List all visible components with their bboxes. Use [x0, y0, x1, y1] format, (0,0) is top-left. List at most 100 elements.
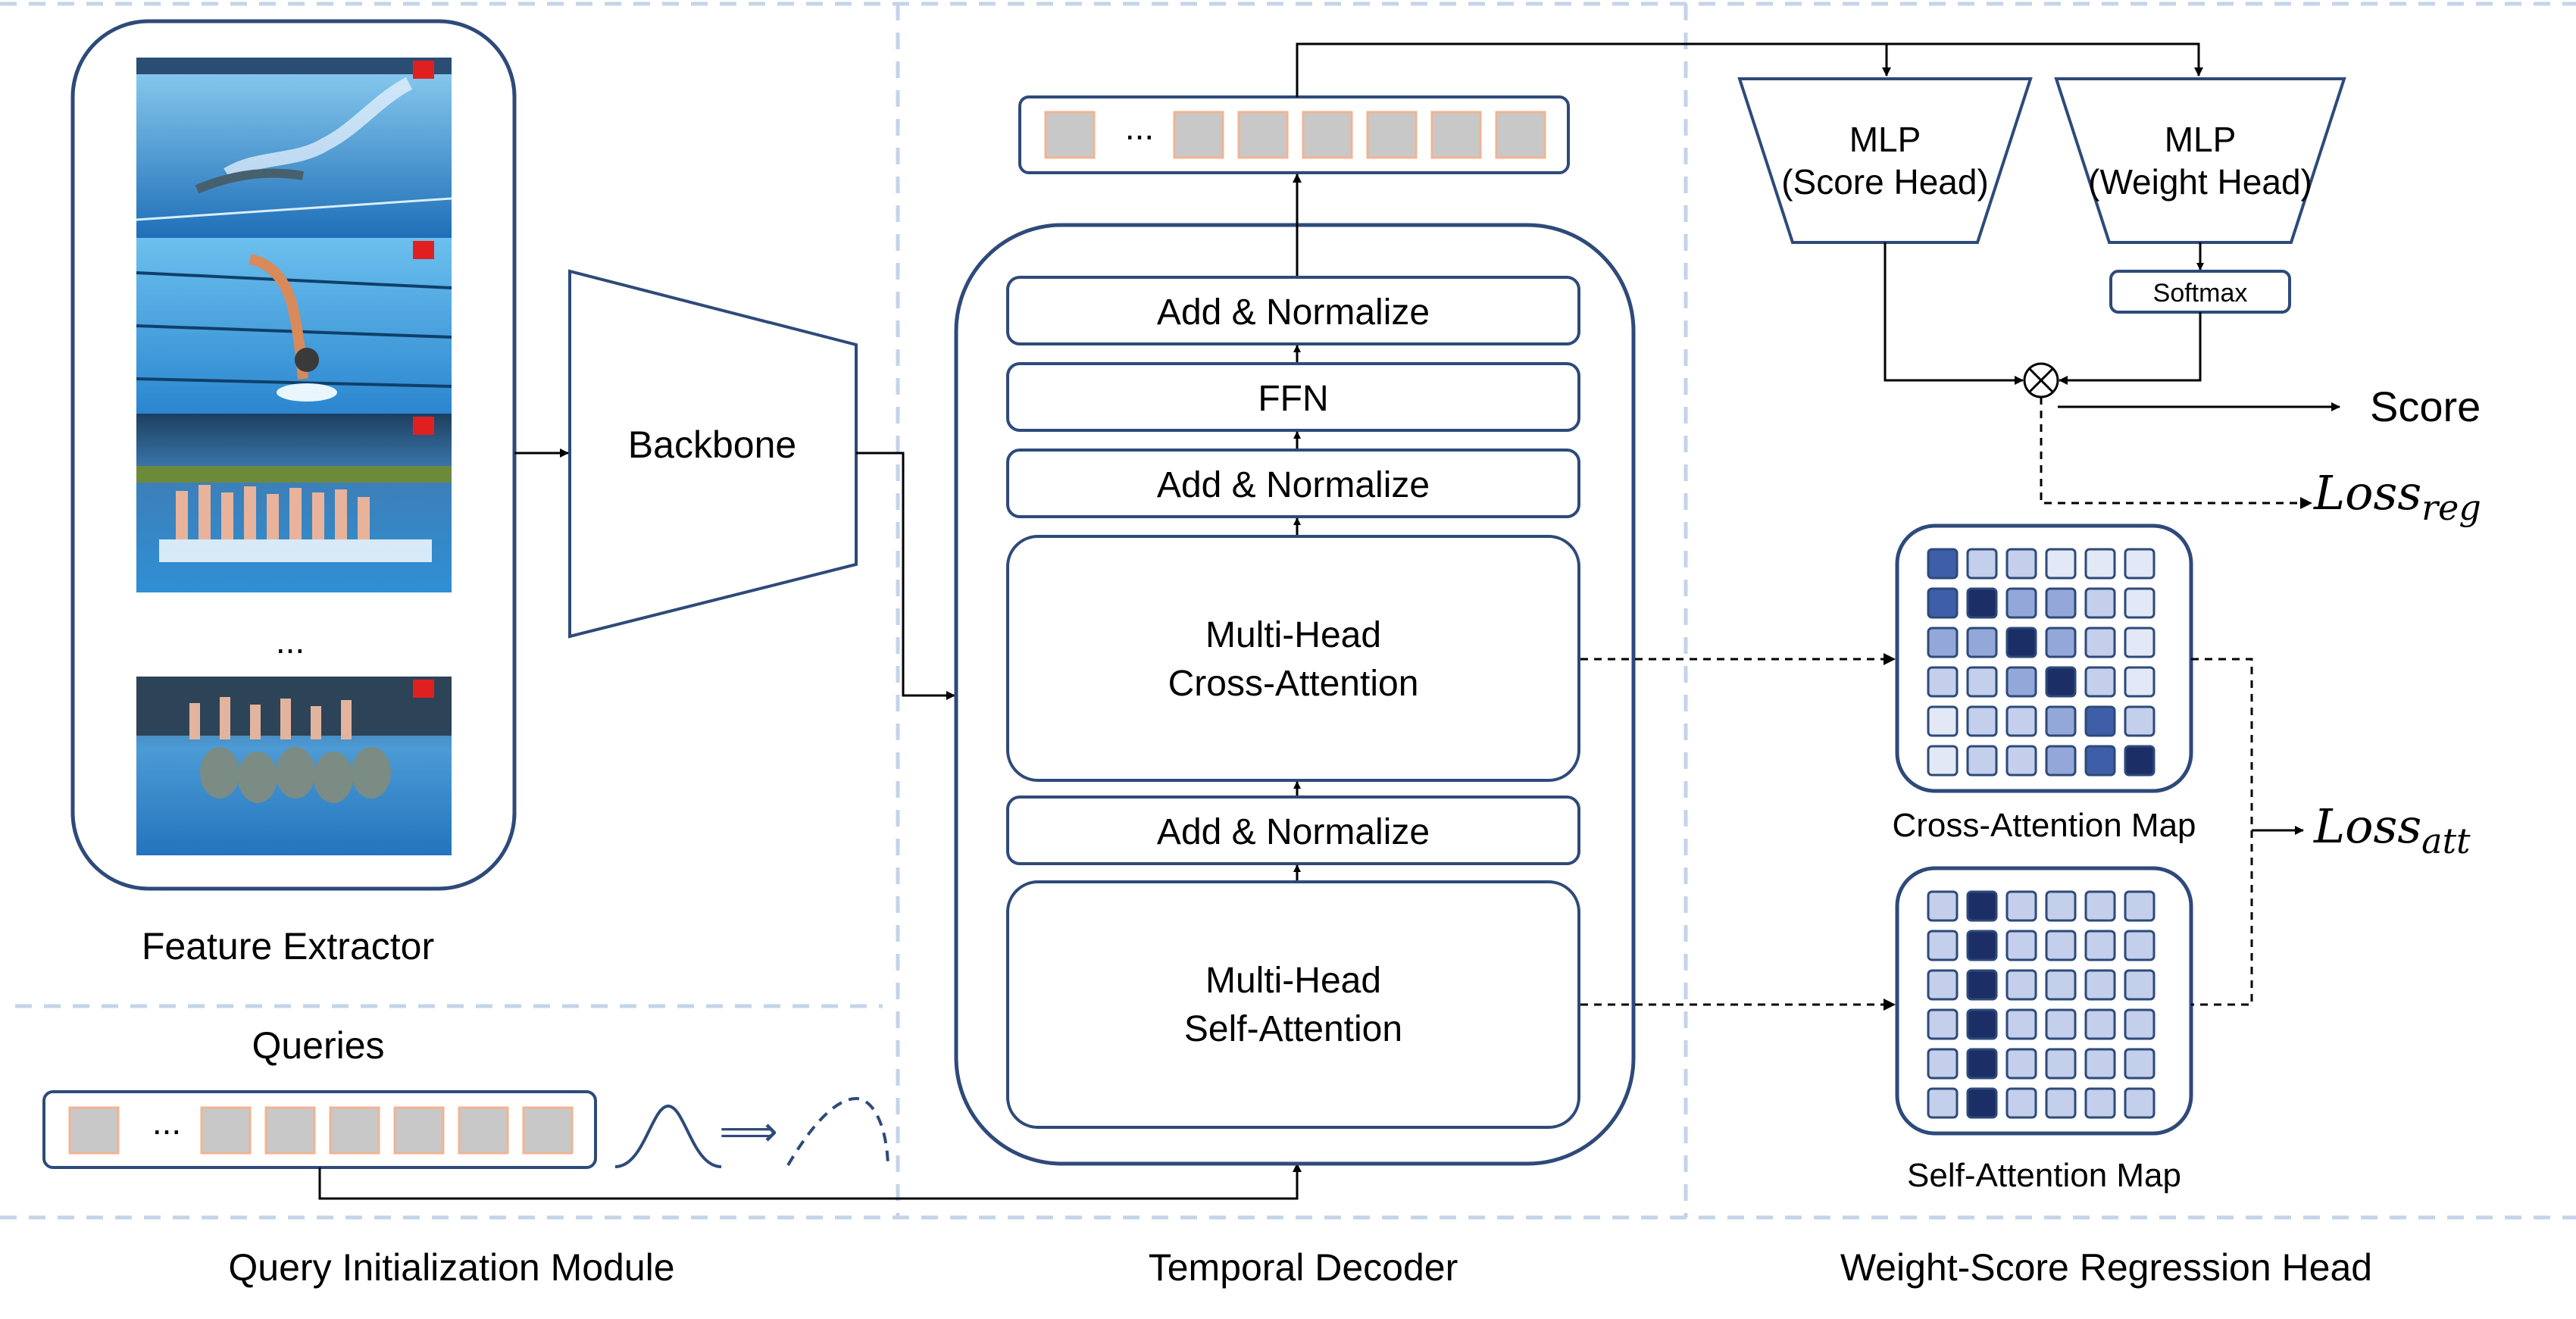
self-attention-grid	[1927, 890, 2156, 1119]
attention-cell	[1927, 745, 1959, 777]
attention-cell	[1966, 666, 1998, 698]
attention-cell	[2045, 1048, 2077, 1080]
attention-cell	[2124, 705, 2156, 737]
output-token	[1495, 111, 1546, 159]
attention-cell	[2124, 969, 2156, 1001]
query-module-title: Query Initialization Module	[228, 1246, 674, 1289]
arrow-softmax-to-multiply	[2059, 312, 2202, 385]
cross-attention-grid	[1927, 548, 2156, 777]
add-normalize-low	[1006, 795, 1580, 865]
attention-cell	[2045, 705, 2077, 737]
arrow-backbone-to-decoder	[856, 452, 955, 700]
regression-head: MLP (Score Head) MLP (Weight Head) Softm…	[1296, 42, 2481, 1289]
score-head-mlp	[1737, 77, 2033, 244]
attention-cell	[1927, 705, 1959, 737]
attention-cell	[1927, 587, 1959, 619]
output-token	[1237, 111, 1289, 159]
transform-arrow: ⟹	[719, 1108, 777, 1155]
attention-cell	[2124, 1008, 2156, 1040]
attention-cell	[2005, 705, 2037, 737]
attention-cell	[1966, 1087, 1998, 1119]
decoder-output-strip	[1018, 95, 1570, 174]
cross-attention-map-label: Cross-Attention Map	[1892, 807, 2196, 844]
ffn-label: FFN	[1258, 379, 1328, 419]
video-frame-4	[136, 677, 452, 855]
attention-cell	[2084, 627, 2116, 658]
attention-cell	[2124, 1048, 2156, 1080]
attention-cell	[1927, 969, 1959, 1001]
query-token	[329, 1106, 380, 1155]
attention-cell	[2124, 890, 2156, 922]
attention-cell	[1966, 627, 1998, 658]
output-token	[1302, 111, 1353, 159]
attention-cell	[2005, 969, 2037, 1001]
attention-cell	[1966, 1048, 1998, 1080]
attention-cell	[1966, 745, 1998, 777]
attention-cell	[1927, 930, 1959, 961]
attention-cell	[2045, 930, 2077, 961]
attention-cell	[2045, 969, 2077, 1001]
arrow-score-to-multiply	[1884, 242, 2024, 385]
softmax-label: Softmax	[2153, 279, 2248, 308]
loss-reg-label: Lossreg	[2313, 465, 2481, 528]
video-frame-1	[136, 58, 452, 238]
section-separators	[0, 2, 2576, 1220]
backbone-label: Backbone	[628, 424, 796, 466]
attention-cell	[2005, 627, 2037, 658]
attention-cell	[2005, 1087, 2037, 1119]
attention-cell	[1966, 548, 1998, 580]
attention-cell	[2124, 745, 2156, 777]
attention-cell	[2005, 548, 2037, 580]
add-normalize-top	[1006, 276, 1580, 345]
add-normalize-mid	[1006, 449, 1580, 518]
query-token	[522, 1106, 574, 1155]
attention-cell	[2084, 930, 2116, 961]
cross-attention-label-line1: Multi-Head	[1205, 615, 1381, 655]
attention-cell	[2005, 587, 2037, 619]
attention-cell	[2005, 890, 2037, 922]
frame-ellipsis: ...	[276, 621, 305, 661]
query-token	[264, 1106, 316, 1155]
arrow-to-loss-reg	[2040, 397, 2300, 505]
narrow-gaussian-curve	[614, 1104, 722, 1168]
attention-cell	[1966, 969, 1998, 1001]
cross-attention-label-line2: Cross-Attention	[1168, 664, 1419, 704]
score-output-label: Score	[2370, 383, 2481, 430]
add-normalize-mid-label: Add & Normalize	[1157, 465, 1430, 505]
video-frame-3	[136, 414, 452, 592]
self-attention-label-line1: Multi-Head	[1205, 961, 1381, 1001]
attention-cell	[2045, 587, 2077, 619]
attention-cell	[2045, 627, 2077, 658]
attention-cell	[2084, 705, 2116, 737]
attention-cell	[2084, 890, 2116, 922]
query-token-strip	[42, 1090, 597, 1169]
self-attention-map-label: Self-Attention Map	[1907, 1157, 2181, 1194]
query-token	[200, 1106, 252, 1155]
attention-cell	[2005, 745, 2037, 777]
query-token	[393, 1106, 445, 1155]
query-token	[68, 1106, 120, 1155]
attention-cell	[1966, 930, 1998, 961]
wide-gaussian-curve	[786, 1096, 889, 1167]
weight-head-label-line1: MLP	[2165, 120, 2237, 159]
attention-cell	[2045, 745, 2077, 777]
query-ellipsis: ...	[152, 1102, 181, 1142]
add-normalize-low-label: Add & Normalize	[1157, 812, 1430, 852]
backbone-block: Backbone	[568, 269, 858, 639]
attention-cell	[2124, 930, 2156, 961]
attention-cell	[1927, 548, 1959, 580]
attention-cell	[1927, 1008, 1959, 1040]
attention-cell	[2045, 1008, 2077, 1040]
attention-cell	[2084, 969, 2116, 1001]
output-token	[1430, 111, 1482, 159]
attention-cell	[1927, 890, 1959, 922]
attention-cell	[1927, 666, 1959, 698]
add-normalize-top-label: Add & Normalize	[1157, 292, 1430, 333]
temporal-decoder: ... Add & Normalize FFN Add & Normalize …	[954, 95, 1636, 1289]
attention-cell	[2005, 666, 2037, 698]
attention-cell	[2124, 627, 2156, 658]
query-token	[458, 1106, 509, 1155]
attention-cell	[1966, 705, 1998, 737]
query-module: Queries ... ⟹ Query Initialization Modul…	[42, 1024, 889, 1289]
cross-attention-block	[1006, 535, 1580, 782]
